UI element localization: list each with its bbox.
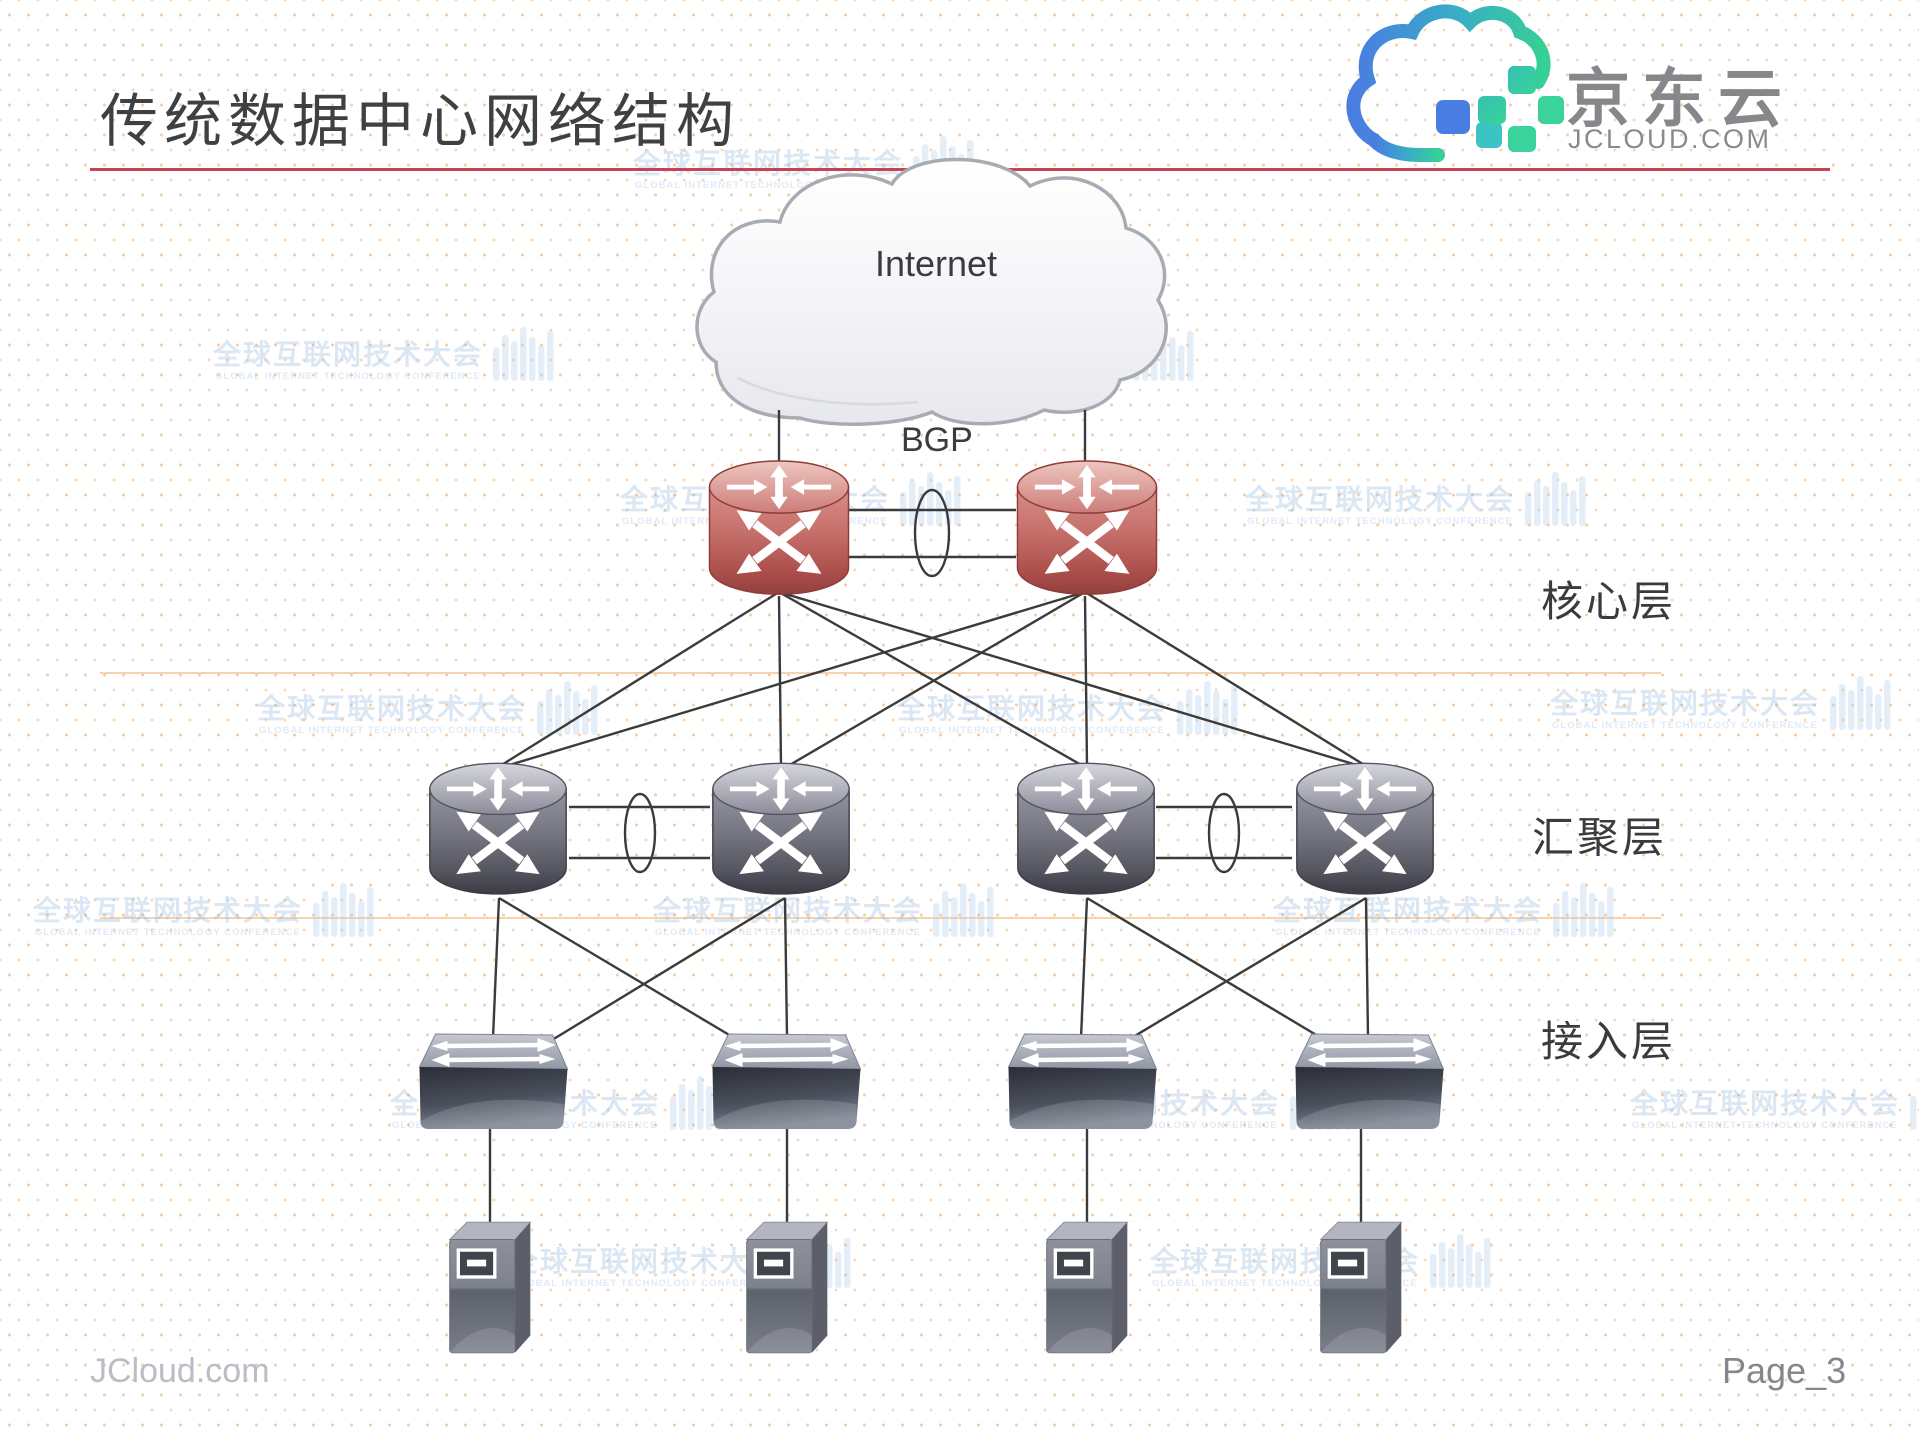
access-switch-2 [713, 1034, 861, 1129]
layer-separator-agg-access [100, 917, 1661, 919]
access-server-links [488, 1126, 1363, 1224]
link [787, 590, 1086, 768]
core-router-2 [1017, 461, 1156, 594]
agg-interconnects [569, 792, 1292, 874]
core-router-1 [709, 461, 848, 594]
internet-cloud [695, 157, 1168, 426]
link [498, 896, 732, 1038]
layer-label-aggregation: 汇聚层 [1532, 814, 1668, 861]
cloud-shape [695, 157, 1168, 426]
link [499, 590, 780, 768]
server-3 [1044, 1220, 1130, 1355]
link-bundle-ellipse [623, 792, 657, 874]
aggregation-switch-4 [1297, 763, 1433, 894]
access-switch-4 [1296, 1034, 1444, 1129]
link [1083, 595, 1089, 767]
link [1364, 897, 1370, 1039]
link [1079, 897, 1089, 1039]
server-2 [744, 1220, 830, 1355]
uplinks-cloud-core [777, 410, 1087, 468]
internet-label: Internet [874, 243, 998, 284]
layer-label-core: 核心层 [1541, 578, 1677, 625]
server-4 [1318, 1220, 1404, 1355]
link-bundle-ellipse [913, 488, 951, 578]
jcloud-logo: 京东云 JCLOUD.COM [1340, 4, 1900, 164]
link [777, 595, 783, 767]
access-switch-3 [1009, 1034, 1157, 1129]
link [505, 590, 1086, 768]
layer-label-access: 接入层 [1541, 1018, 1677, 1065]
access-switch-1 [420, 1034, 568, 1129]
link [551, 896, 786, 1042]
link [1127, 896, 1367, 1042]
agg-access-links [491, 896, 1370, 1042]
aggregation-switch-2 [713, 763, 849, 894]
link [783, 897, 789, 1039]
bgp-label: BGP [901, 421, 973, 459]
layer-separator-core-agg [100, 672, 1661, 674]
footer-page-number: Page_3 [1722, 1350, 1847, 1391]
cloud-logo-icon [1346, 4, 1564, 162]
server-1 [447, 1220, 533, 1355]
logo-domain-text: JCLOUD.COM [1568, 124, 1772, 154]
link [491, 897, 501, 1039]
link [1084, 590, 1367, 768]
page-title: 传统数据中心网络结构 [100, 89, 741, 154]
aggregation-switch-3 [1018, 763, 1154, 894]
link-bundle-ellipse [1207, 792, 1241, 874]
link [1086, 896, 1319, 1038]
core-agg-links [499, 590, 1367, 768]
aggregation-switch-1 [430, 763, 566, 894]
logo-brand-text: 京东云 [1566, 63, 1794, 135]
footer-site: JCloud.com [90, 1352, 270, 1390]
link [778, 590, 1361, 768]
link [778, 590, 1084, 768]
core-interconnect [849, 488, 1016, 578]
cloud-inner-line [737, 376, 919, 406]
